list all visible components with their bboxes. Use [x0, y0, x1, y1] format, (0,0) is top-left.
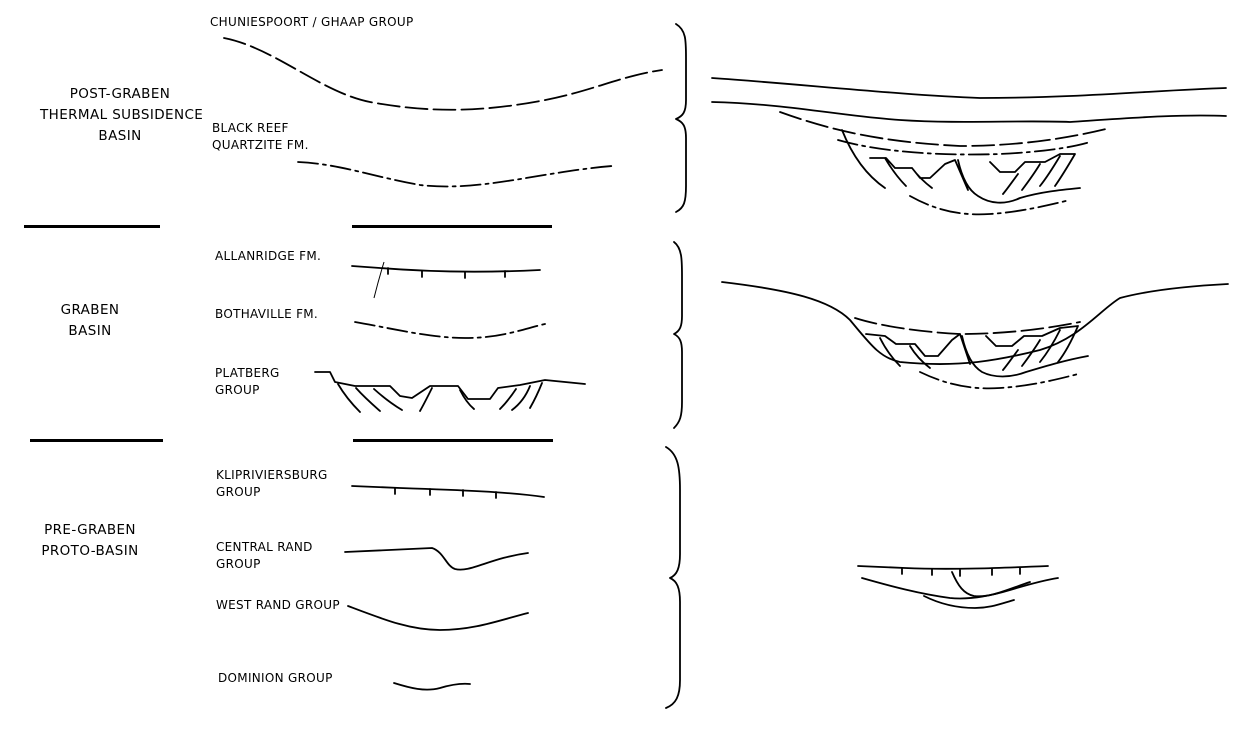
unit-label-allanridge: ALLANRIDGE FM.: [215, 248, 321, 265]
pre-graben-tick-marks: [901, 567, 1021, 577]
unit-label-line: BOTHAVILLE FM.: [215, 307, 319, 321]
pre-graben-upper-surface: [857, 565, 1049, 570]
stage-title-pre-graben: PRE-GRABEN PROTO-BASIN: [20, 520, 160, 562]
stage-divider-mid-upper: [352, 225, 552, 228]
stage-divider-mid-lower: [353, 439, 553, 442]
unit-label-line: GROUP: [216, 485, 261, 499]
unit-label-west-rand: WEST RAND GROUP: [216, 597, 340, 614]
unit-label-line: GROUP: [215, 383, 260, 397]
unit-label-platberg: PLATBERG GROUP: [215, 365, 280, 399]
unit-label-line: WEST RAND GROUP: [216, 598, 340, 612]
graben-dashed-interface: [854, 317, 1081, 335]
post-graben-upper-surface: [711, 77, 1227, 99]
post-graben-basement-dashdot: [909, 195, 1071, 216]
graben-basement-dashdot: [919, 371, 1079, 390]
graben-graben-infill: [865, 325, 1089, 378]
platberg-graben-faults: [337, 382, 543, 413]
bothaville-profile-line: [354, 321, 546, 339]
unit-label-bothaville: BOTHAVILLE FM.: [215, 306, 318, 323]
unit-label-line: QUARTZITE FM.: [212, 138, 309, 152]
stage-title-line: GRABEN: [60, 302, 120, 318]
west-rand-profile-line: [347, 605, 529, 631]
post-graben-lower-surface: [711, 101, 1227, 123]
brace-graben: [673, 241, 683, 429]
stage-title-line: THERMAL SUBSIDENCE: [40, 107, 204, 123]
unit-label-line: CHUNIESPOORT / GHAAP GROUP: [210, 15, 414, 29]
post-graben-dashdot-interface: [837, 139, 1091, 156]
platberg-graben-surface: [314, 371, 586, 400]
unit-label-central-rand: CENTRAL RAND GROUP: [216, 539, 313, 573]
brace-pre-graben: [665, 446, 681, 709]
stage-title-line: BASIN: [98, 128, 142, 144]
unit-label-line: DOMINION GROUP: [218, 671, 333, 685]
stage-title-line: PROTO-BASIN: [41, 543, 139, 559]
stage-title-line: POST-GRABEN: [69, 86, 171, 102]
unit-label-line: ALLANRIDGE FM.: [215, 249, 322, 263]
allanridge-profile-line: [351, 265, 541, 273]
central-rand-profile-line: [344, 547, 529, 571]
stage-title-line: PRE-GRABEN: [44, 522, 136, 538]
stage-divider-left-upper: [24, 225, 160, 228]
unit-label-line: GROUP: [216, 557, 261, 571]
unit-label-klipriviersburg: KLIPRIVIERSBURG GROUP: [216, 467, 328, 501]
klipriviersburg-profile-line: [351, 485, 545, 498]
post-graben-graben-infill: [841, 129, 1081, 204]
brace-post-graben: [675, 23, 687, 213]
chuniespoort-profile-line: [223, 37, 663, 111]
post-graben-dashed-interface: [779, 111, 1111, 147]
black-reef-profile-line: [297, 161, 613, 188]
unit-label-dominion: DOMINION GROUP: [218, 670, 333, 687]
pre-graben-inner-line: [951, 571, 1031, 598]
unit-label-line: KLIPRIVIERSBURG: [216, 468, 328, 482]
unit-label-line: BLACK REEF: [212, 121, 289, 135]
stage-title-post-graben: POST-GRABEN THERMAL SUBSIDENCE BASIN: [40, 84, 204, 147]
unit-label-line: PLATBERG: [215, 366, 280, 380]
pre-graben-lower-line: [861, 577, 1059, 600]
unit-label-chuniespoort: CHUNIESPOORT / GHAAP GROUP: [210, 14, 414, 31]
graben-upper-surface: [721, 281, 1229, 365]
pre-graben-base-line: [923, 595, 1015, 609]
allanridge-feeder-line: [373, 261, 385, 299]
stage-title-line: BASIN: [68, 323, 112, 339]
dominion-profile-line: [393, 682, 471, 691]
allanridge-tick-marks: [387, 267, 506, 279]
stage-divider-left-lower: [30, 439, 163, 442]
unit-label-black-reef: BLACK REEF QUARTZITE FM.: [212, 120, 309, 154]
stage-title-graben: GRABEN BASIN: [40, 300, 140, 342]
unit-label-line: CENTRAL RAND: [216, 540, 313, 554]
klipriviersburg-tick-marks: [394, 487, 497, 499]
